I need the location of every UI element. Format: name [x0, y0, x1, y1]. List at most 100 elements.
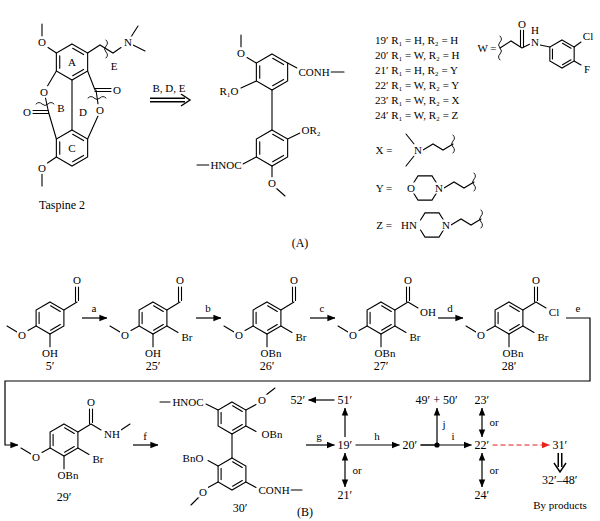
reaction-arrow-group: [82, 318, 107, 319]
substituent-key: 21′ R₁ = H, R₂ = Y: [374, 65, 459, 76]
compound-structure: 29′: [18, 388, 133, 508]
atom-label: O: [120, 330, 130, 341]
compound-node: 32′–48′: [539, 472, 581, 488]
panel-label: (B): [296, 506, 314, 518]
reagent-label: or: [488, 417, 499, 428]
bond-line: [7, 287, 79, 347]
atom-label: O: [37, 163, 47, 174]
compound-number: 29′: [56, 491, 73, 503]
group-symbol: Z =: [375, 220, 393, 231]
group-symbol: X =: [375, 145, 394, 156]
reaction-arrow: [356, 444, 400, 445]
reaction-arrow-group: [133, 445, 158, 446]
compound-number: 52′: [291, 394, 306, 406]
substituent-key: 24′ R₁ = W, R₂ = Z: [374, 110, 459, 121]
atom-label: OBn: [57, 470, 80, 481]
compound-node: 24′: [472, 487, 493, 503]
atom-label: N: [413, 145, 423, 156]
compound-node: 31′: [550, 437, 571, 453]
reagent-label: h: [373, 431, 381, 442]
atom-label: O: [267, 178, 277, 189]
reagent-label: or: [488, 465, 499, 476]
atom-label: O: [348, 330, 358, 341]
group-label: OR₂: [300, 125, 321, 136]
attachment-wave: [452, 135, 455, 153]
retro-arrow: [558, 453, 563, 467]
benzene-ring: [218, 458, 246, 490]
atom-label: O: [86, 397, 96, 408]
reaction-arrow: [5, 318, 590, 445]
attachment-wave: [480, 210, 483, 228]
atom-label: O: [289, 275, 299, 286]
atom-label: O: [234, 330, 244, 341]
bond-line: [197, 35, 344, 196]
retro-arrow-inner: [150, 99, 185, 101]
compound-art: [7, 287, 79, 347]
atom-label: Br: [409, 332, 422, 343]
compound-number: 23′: [475, 394, 490, 406]
reaction-arrow-group: [493, 445, 550, 446]
ring-letter: D: [78, 107, 88, 118]
arrowhead: [181, 94, 190, 106]
reaction-arrow-group: [482, 453, 483, 487]
compound-art: [224, 287, 296, 347]
atom-label: O: [95, 105, 105, 116]
atom-label: O: [198, 487, 208, 498]
reaction-arrow-group: [345, 453, 346, 487]
reaction-arrow: [421, 408, 438, 445]
substituent-key: 23′ R₁ = W, R₂ = X: [374, 95, 461, 106]
atom-label: O: [531, 275, 541, 286]
atom-label: OBn: [502, 348, 525, 359]
compound-number: 26′: [259, 360, 276, 372]
atom-label: NH: [103, 429, 121, 440]
compound-number: 21′: [338, 489, 353, 501]
compound-node: 23′: [472, 392, 493, 408]
atom-label: O: [236, 48, 246, 59]
atom-label: Cl: [582, 31, 594, 42]
group-label: CONH: [297, 67, 330, 78]
atom-label: OBn: [260, 348, 283, 359]
atom-label: O: [31, 452, 41, 463]
atom-label: CONH: [257, 485, 290, 496]
substituent-key: 22′ R₁ = W, R₂ = Y: [374, 80, 460, 91]
ring-letter: A: [67, 57, 77, 68]
compound-number: 51′: [338, 394, 353, 406]
compound-art: [338, 287, 418, 347]
reaction-arrow-group: [309, 400, 335, 401]
bond-line: [421, 213, 482, 237]
atom-label: OBn: [261, 429, 284, 440]
compound-structure: 5′: [4, 272, 82, 376]
atom-label: O: [72, 275, 82, 286]
atom-label: N: [530, 37, 540, 48]
atom-label: O: [257, 395, 267, 406]
ring-letter: C: [67, 143, 76, 154]
disconnection-wave: [36, 40, 108, 106]
reagent-label: B, D, E: [152, 83, 187, 94]
atom-label: O: [476, 330, 486, 341]
bond-line: [160, 388, 302, 505]
dashed-arrow: [493, 444, 550, 445]
compound-number: 32′–48′: [542, 474, 578, 486]
reagent-label: g: [315, 431, 323, 442]
compound-art: [110, 287, 182, 347]
bond-line: [33, 24, 145, 186]
atom-label: O: [37, 37, 47, 48]
reaction-arrow-group: [482, 408, 483, 437]
reagent-label: or: [351, 465, 362, 476]
atom-label: Cl: [548, 307, 560, 318]
compound-number: 49′ + 50′: [416, 394, 459, 406]
group-symbol: Y =: [375, 183, 394, 194]
compound-node: 22′: [472, 437, 493, 453]
benzene-ring: [56, 130, 87, 166]
benzene-ring: [218, 402, 246, 434]
compound-node: 21′: [335, 487, 356, 503]
panel-label: (A): [291, 237, 310, 249]
bond-line: [500, 30, 581, 65]
compound-structure: 27′: [335, 272, 438, 376]
ring-letter: B: [56, 103, 65, 114]
benzene-ring: [36, 302, 64, 334]
substituent-key: 19′ R₁ = H, R₂ = H: [374, 35, 459, 46]
attachment-wave: [499, 36, 502, 60]
